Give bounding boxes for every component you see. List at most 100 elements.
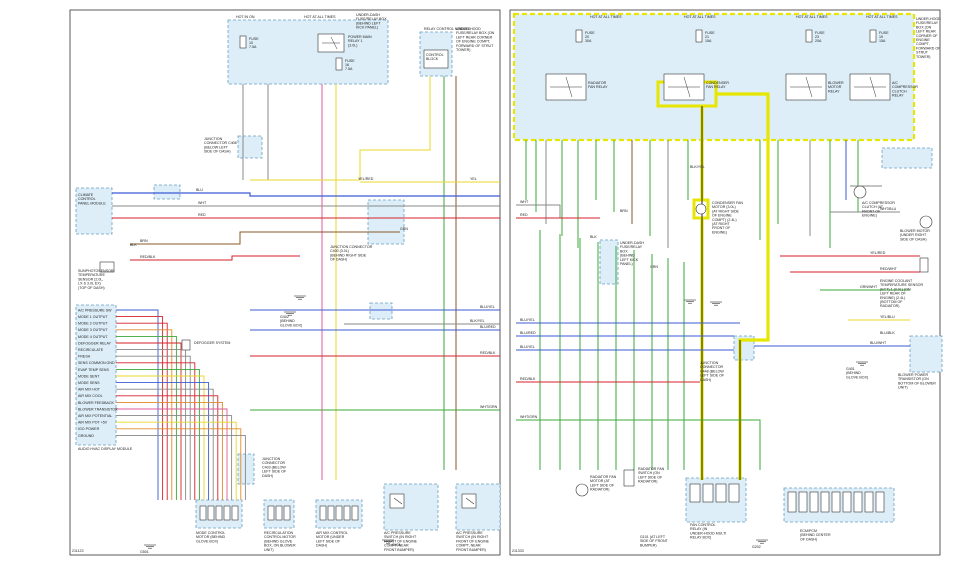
- right-relay-3-label: CLUTCH: [892, 89, 907, 93]
- header-underhood-box: FUSE/RELAY BOX (ON: [456, 31, 495, 35]
- header-relay-control: RELAY CONTROL MODULE: [424, 27, 471, 31]
- motor-b-pin-2: [283, 505, 291, 521]
- right-fuse-0-label: FUSE: [585, 31, 595, 35]
- fuse-a-symbol: [239, 35, 247, 49]
- blower-motor-label: (UNDER RIGHT: [900, 233, 927, 237]
- junction-b-label: DASH): [262, 474, 273, 478]
- condenser-fan-motor-label: CONDENSER FAN: [712, 201, 743, 205]
- right-header-1: HOT AT ALL TIMES: [684, 15, 716, 19]
- sunsensor-label: (TOP OF DASH): [78, 286, 105, 290]
- fan-control-relay-pin-1: [702, 483, 714, 503]
- control-block: [423, 49, 449, 69]
- right-fuse-1: [695, 29, 703, 43]
- right-fuse-1-label: 15A: [705, 39, 712, 43]
- junction-b-label: CONNECTOR: [262, 461, 285, 465]
- module-pin-5: DEFOGGER RELAY: [78, 341, 112, 345]
- junction-c-label: JUNCTION CONNECTOR: [330, 245, 373, 249]
- fuse-b-label: 16: [345, 63, 349, 67]
- under-dash-box-right: [599, 239, 619, 285]
- module-pin-19: GROUND: [78, 434, 94, 438]
- junction-c-label: (BEHIND RIGHT SIDE: [330, 253, 367, 257]
- right-relay-3-label: A/C: [892, 81, 898, 85]
- module-pin-wire-10: [116, 375, 205, 500]
- right-sheet-id-text: 211333: [512, 549, 524, 553]
- module-pin-wire-12: [116, 388, 214, 500]
- right-header-underhood: CORNER OF: [916, 34, 938, 38]
- sunsensor-symbol: [99, 261, 115, 273]
- junction-c-label: OF DASH): [330, 258, 347, 262]
- condenser-fan-motor-label: MOTOR (3.0L): [712, 205, 736, 209]
- switch-b-label: SWITCH (IN RIGHT: [456, 535, 489, 539]
- left-wire-label-7: YEL: [470, 177, 477, 181]
- radiator-fan-switch-label: RADIATOR FAN: [638, 467, 665, 471]
- climate-panel-label: CLIMATE: [78, 193, 94, 197]
- right-ground-b-label: G202: [752, 545, 761, 549]
- right-wire-label-7: BLU/WHT: [870, 341, 887, 345]
- module-pin-12: AIR MIX HOT: [78, 388, 101, 392]
- right-relay-2-contact: [805, 76, 813, 98]
- module-pin-wire-7: [116, 355, 191, 500]
- switch-b-label: COMPT, NEAR: [456, 544, 481, 548]
- left-sheet-id-text: 211123: [72, 549, 83, 553]
- right-wire-label-10: BLK: [590, 235, 597, 239]
- fuse-b-label: 7.5A: [345, 67, 353, 71]
- switch-b-symbol: [461, 493, 477, 509]
- left-wire-label-9: BLU/YEL: [480, 305, 495, 309]
- ecm-pin-2: [809, 491, 819, 513]
- climate-panel-label: CONTROL: [78, 197, 96, 201]
- ecm-pin-7: [864, 491, 874, 513]
- right-fuse-3-label: FUSE: [879, 31, 889, 35]
- right-ground-a-label: SIDE OF FRONT: [640, 539, 669, 543]
- right-junction-label: DASH): [700, 378, 711, 382]
- ecm-pin-1: [798, 491, 808, 513]
- module-pin-wire-0: [116, 309, 159, 500]
- coolant-sensor-label: ENGINE) (2.4L): [880, 296, 905, 300]
- switch-b-label: FRONT BUMPER): [456, 548, 486, 552]
- power-relay-label: (3.0L): [348, 43, 357, 47]
- right-fuse-3-label: 15A: [879, 39, 886, 43]
- right-underdash-label: LEFT KICK: [620, 258, 639, 262]
- left-wire-label-3: BRN: [140, 239, 148, 243]
- condenser-fan-motor-label: OF ENGINE: [712, 214, 732, 218]
- blower-transistor-label: BLOWER POWER: [898, 373, 929, 377]
- blower-transistor-label: BOTTOM OF BLOWER: [898, 381, 936, 385]
- right-header-underhood: STRUT: [916, 51, 929, 55]
- junction-b-label: LEFT SIDE OF: [262, 470, 287, 474]
- junction-a-label: SIDE OF DASH): [204, 150, 231, 154]
- module-pin-wire-14: [116, 401, 223, 500]
- left-sheet: [69, 9, 501, 556]
- header-underhood-box: TOWER): [456, 48, 471, 52]
- module-pin-wire-13: [116, 395, 219, 500]
- motor-b-pin-0: [267, 505, 275, 521]
- main-module-box: [75, 304, 117, 446]
- power-relay-contact: [330, 36, 338, 50]
- ac-clutch-label: A/C COMPRESSOR: [862, 201, 895, 205]
- ecm-label: OF DASH): [800, 537, 817, 541]
- radiator-fan-motor-label: MOTOR (AT: [590, 479, 611, 483]
- ecm-pin-3: [820, 491, 830, 513]
- header-underdash-box: UNDER-DASH: [356, 13, 380, 17]
- switch-b-label: FRONT OF ENGINE: [456, 539, 490, 543]
- module-pin-wire-3: [116, 329, 173, 500]
- left-wire-label-5: BLK: [130, 243, 137, 247]
- right-fuse-0: [575, 29, 583, 43]
- switch-b-label: A/C PRESSURE: [456, 531, 483, 535]
- motor-b-label: RECIRCULATION: [264, 531, 293, 535]
- ecm-label: ECM/PCM: [800, 529, 817, 533]
- ground-left-a-label: G402: [280, 315, 289, 319]
- wire-redblk-bus: [130, 255, 300, 261]
- module-pin-14: BLOWER FEEDBACK: [78, 401, 115, 405]
- condenser-fan-motor-label: ENGINE): [712, 230, 727, 234]
- ac-clutch-symbol: [853, 185, 867, 199]
- coolant-sensor-label: (ECT) 1 (3.0L) (ON: [880, 287, 911, 291]
- right-relay-2-label: BLOWER: [828, 81, 844, 85]
- right-junction-label: C448 (BELOW: [700, 369, 724, 373]
- motor-a-pin-3: [223, 505, 231, 521]
- switch-a-label: FRONT OF ENGINE: [384, 539, 418, 543]
- power-relay-label: RELAY 1: [348, 39, 362, 43]
- condenser-fan-motor-label: FRONT OF: [712, 226, 731, 230]
- left-wire-label-12: WHT/GRN: [480, 405, 498, 409]
- switch-a-contact: [393, 497, 403, 505]
- motor-c-pin-3: [343, 505, 351, 521]
- left-wire-label-1: WHT: [198, 201, 207, 205]
